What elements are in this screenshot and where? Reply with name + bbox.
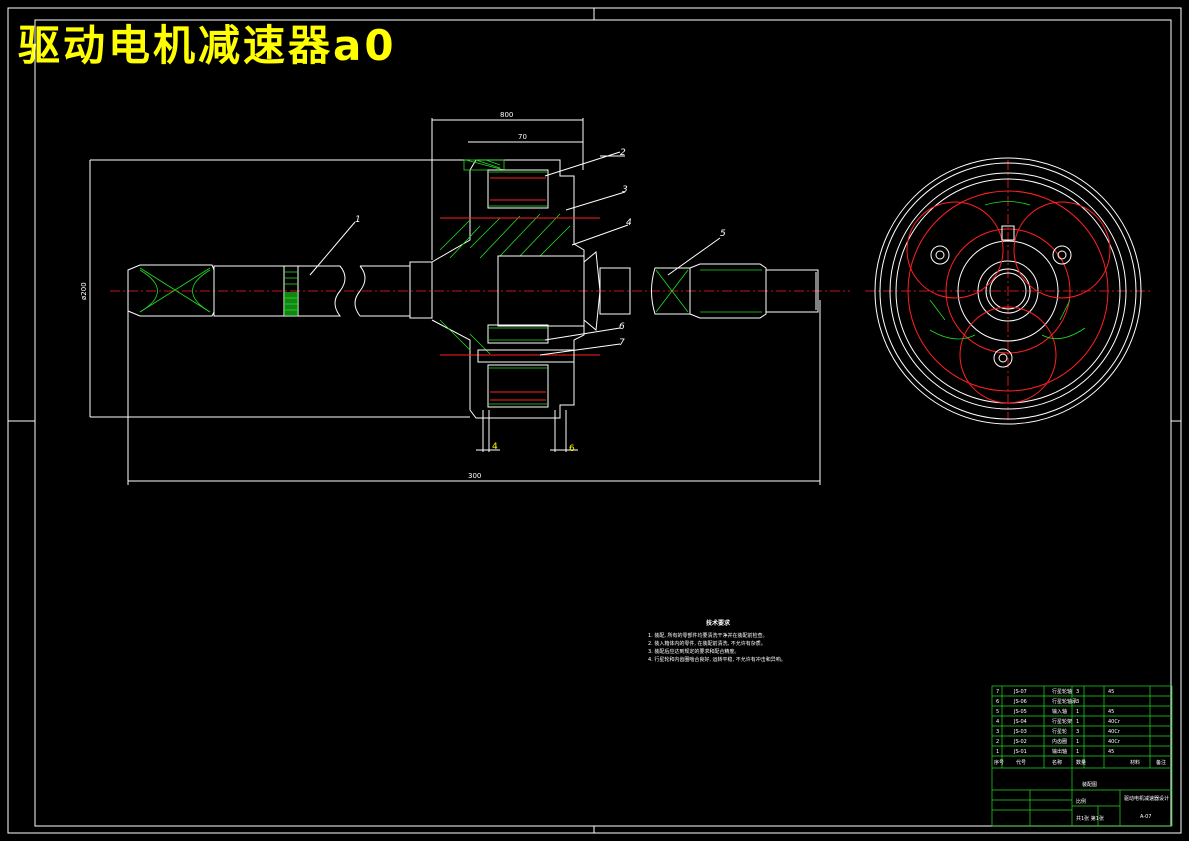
bom-header: 序号 — [994, 759, 1004, 766]
note-item: 4. 行星轮和内齿圈啮合良好, 运转平稳, 不允许有冲击和异响。 — [648, 657, 786, 663]
bom-row-qty: 3 — [1076, 729, 1079, 735]
bom-row-name: 行星轮轴 — [1052, 688, 1072, 695]
technical-notes: 技术要求 1. 装配, 所有的零部件均要清洗干净并在装配前检查。 2. 装入箱体… — [648, 620, 788, 664]
drawing-number: A-07 — [1140, 814, 1151, 820]
part-label-4: 4 — [626, 218, 632, 228]
part-label-7: 7 — [619, 338, 625, 348]
bom-row-material: 45 — [1108, 749, 1114, 755]
bom-row-code: JS-07 — [1013, 689, 1027, 695]
bom-row-code: JS-06 — [1013, 699, 1027, 705]
dim-300: 300 — [468, 472, 481, 480]
dim-800: 800 — [500, 111, 513, 119]
end-view — [865, 157, 1150, 425]
bom-row-no: 3 — [996, 729, 999, 735]
dim-4: 4 — [492, 442, 498, 452]
part-label-5: 5 — [720, 229, 726, 239]
bom-row-material: 45 — [1108, 709, 1114, 715]
school-name: 驱动电机减速器设计 — [1124, 795, 1169, 802]
bom-row-code: JS-04 — [1013, 719, 1027, 725]
bom-header: 代号 — [1016, 759, 1026, 766]
bom-row-qty: 1 — [1076, 709, 1079, 715]
bom-row-material: 40Cr — [1108, 729, 1121, 735]
bom-row-code: JS-02 — [1013, 739, 1027, 745]
bom-row-no: 1 — [996, 749, 999, 755]
bom-row-no: 2 — [996, 739, 999, 745]
bom-row-no: 5 — [996, 709, 999, 715]
note-item: 3. 装配后应达到规定的要求和配合精度。 — [648, 649, 740, 655]
bom-row-no: 6 — [996, 699, 999, 705]
bom-row-code: JS-03 — [1013, 729, 1027, 735]
bom-row-name: 输出轴 — [1052, 748, 1067, 755]
bom-row-qty: 3 — [1076, 699, 1079, 705]
bom-row-name: 内齿圈 — [1052, 738, 1067, 745]
input-shaft — [599, 263, 819, 319]
assembly-name: 装配图 — [1082, 781, 1097, 788]
bom-row-no: 7 — [996, 689, 999, 695]
bom-row-name: 行星轮架 — [1052, 718, 1072, 725]
drawing-frame — [34, 19, 1172, 827]
notes-heading: 技术要求 — [705, 620, 730, 627]
dim-6: 6 — [569, 444, 575, 454]
bom-row-code: JS-05 — [1013, 709, 1027, 715]
output-shaft — [127, 261, 433, 319]
part-label-6: 6 — [619, 322, 625, 332]
part-label-2: 2 — [620, 148, 626, 158]
part-leaders: 1 2 3 4 5 6 7 — [309, 148, 726, 356]
bom-row-name: 输入轴 — [1052, 708, 1067, 715]
bom-row-qty: 1 — [1076, 749, 1079, 755]
drawing-title: 驱动电机减速器a0 — [18, 21, 397, 70]
note-item: 2. 装入箱体内的零件, 在装配前清洗, 不允许有杂质。 — [648, 641, 766, 647]
part-label-1: 1 — [355, 215, 361, 225]
bom-row-name: 行星轮 — [1052, 728, 1067, 735]
bom-row-name: 行星轮轴承 — [1052, 698, 1077, 705]
note-item: 1. 装配, 所有的零部件均要清洗干净并在装配前检查。 — [648, 633, 768, 639]
bom-row-material: 40Cr — [1108, 719, 1121, 725]
planet-carrier-section — [431, 159, 601, 419]
bom-row-qty: 3 — [1076, 689, 1079, 695]
dim-70: 70 — [518, 133, 527, 141]
bom-table: 7 JS-07 行星轮轴 3 45 6 JS-06 行星轮轴承 3 5 JS-0… — [994, 688, 1166, 766]
bom-row-no: 4 — [996, 719, 999, 725]
scale-label: 比例 — [1076, 798, 1086, 805]
bom-row-qty: 1 — [1076, 739, 1079, 745]
sheet-label: 共1张 第1张 — [1076, 815, 1104, 822]
bom-row-code: JS-01 — [1013, 749, 1027, 755]
bom-header: 数量 — [1076, 759, 1086, 766]
bom-header: 材料 — [1130, 759, 1140, 766]
bom-header: 备注 — [1156, 759, 1166, 766]
part-label-3: 3 — [622, 185, 628, 195]
bom-row-material: 40Cr — [1108, 739, 1121, 745]
bom-header: 名称 — [1052, 759, 1062, 766]
bom-row-material: 45 — [1108, 689, 1114, 695]
dim-diameter: ø200 — [80, 282, 88, 300]
bom-row-qty: 1 — [1076, 719, 1079, 725]
